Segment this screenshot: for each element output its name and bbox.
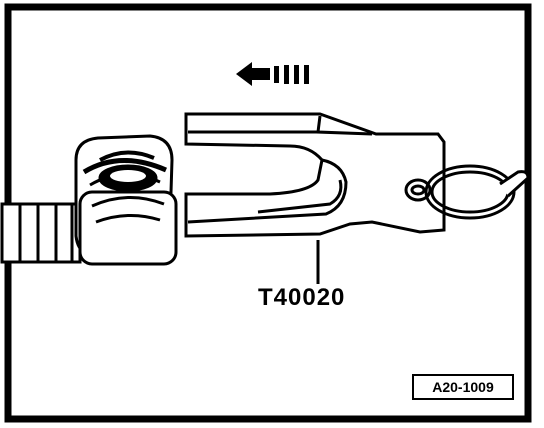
- figure-id-badge: A20-1009: [412, 374, 514, 400]
- hose-connector: [74, 134, 178, 266]
- direction-arrow-icon: [236, 62, 309, 86]
- fork-tool: [184, 112, 446, 238]
- tool-ring: [404, 164, 530, 220]
- tool-label: T40020: [258, 284, 346, 311]
- hose: [0, 202, 82, 264]
